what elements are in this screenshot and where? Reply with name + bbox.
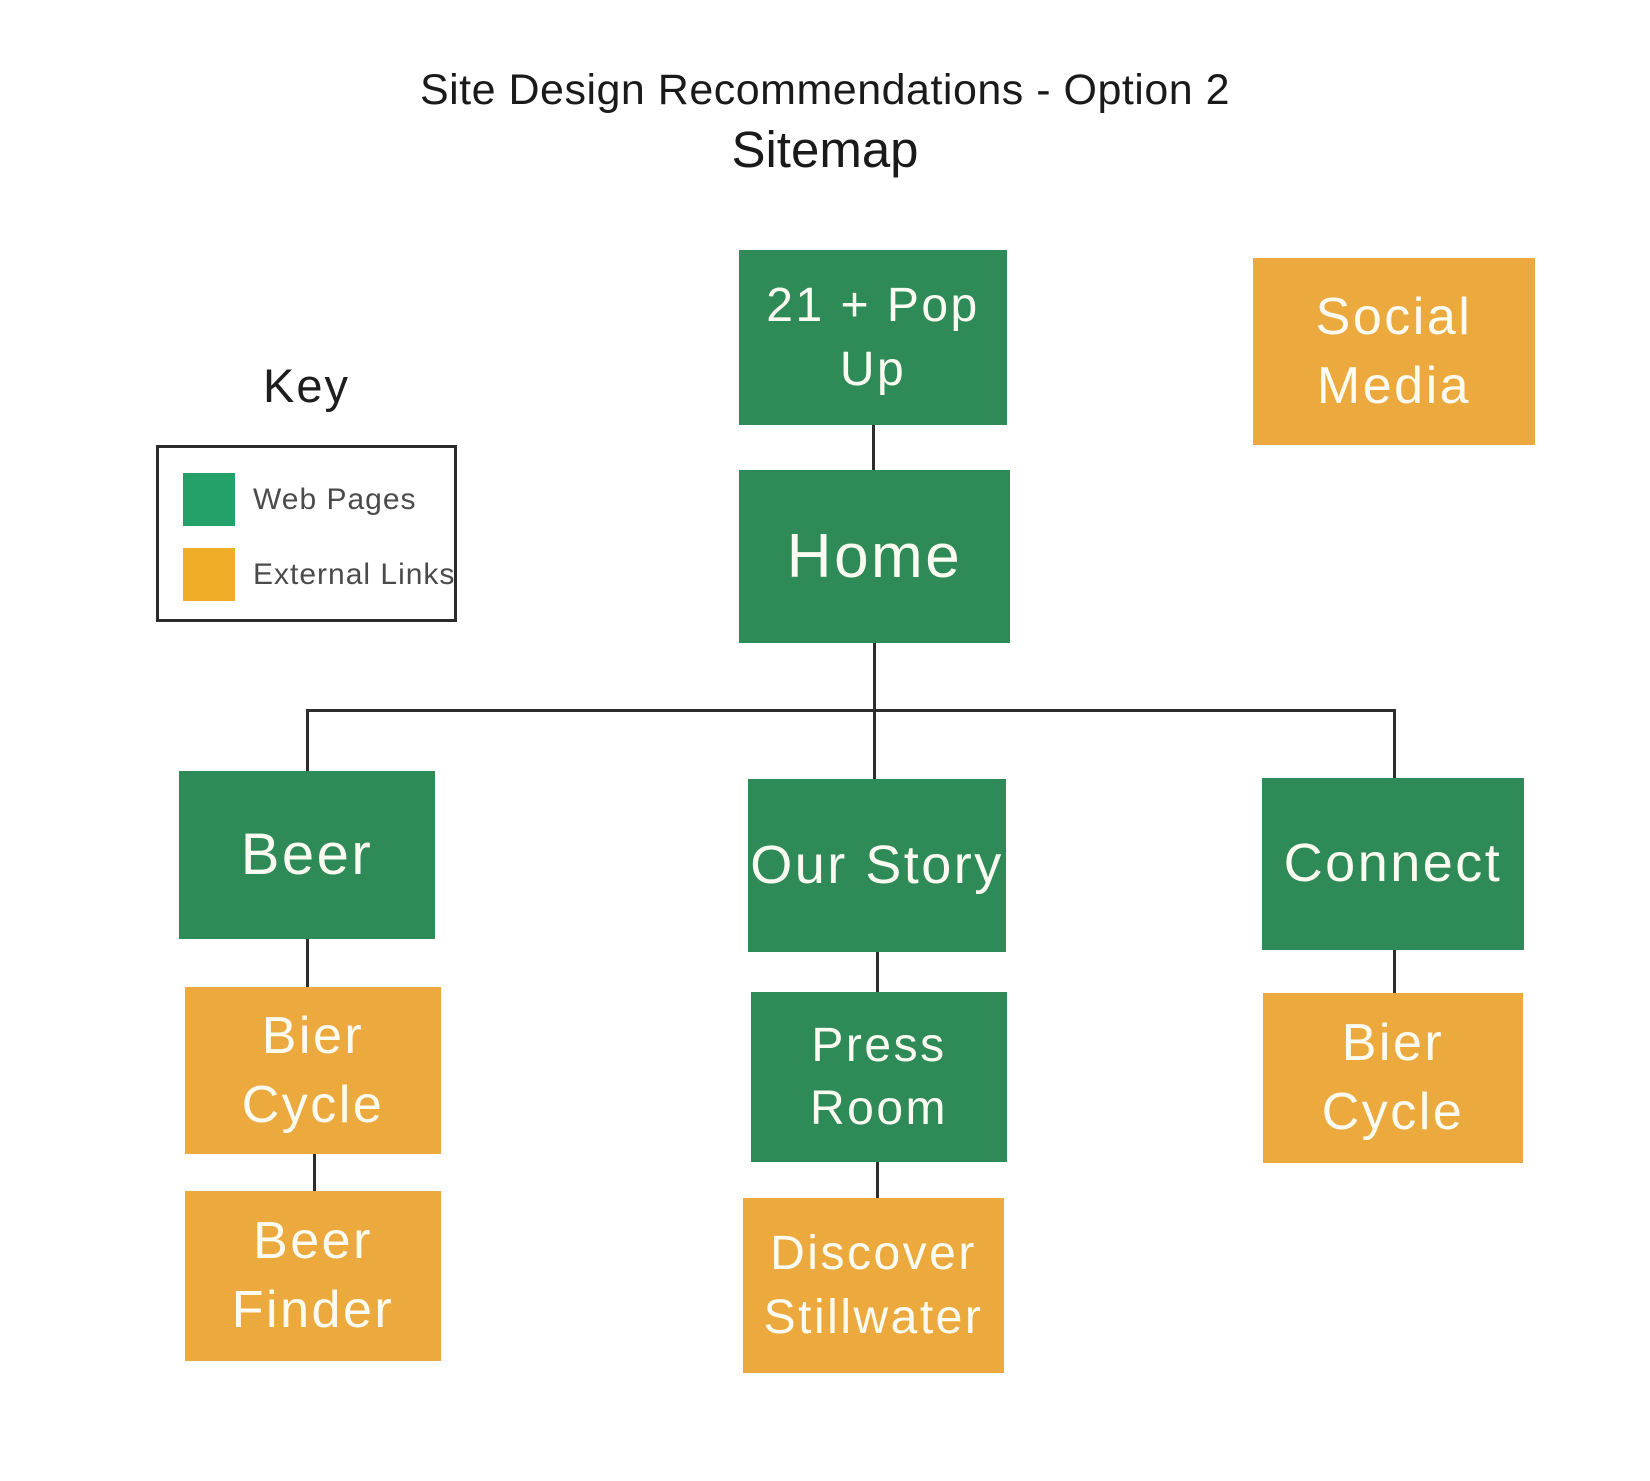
node-label: Beer xyxy=(240,821,374,887)
key-item-web-pages: Web Pages xyxy=(183,473,454,526)
node-21-pop-up: 21 + Pop Up xyxy=(739,250,1007,425)
node-label: Our Story xyxy=(750,834,1004,895)
connector-children-bus xyxy=(306,709,1396,712)
connector-connect-to-bier-cycle xyxy=(1393,950,1396,993)
node-beer-finder: Beer Finder xyxy=(185,1191,441,1361)
key-item-label: Web Pages xyxy=(253,482,417,516)
node-beer: Beer xyxy=(179,771,435,939)
node-label: 21 + Pop Up xyxy=(766,279,980,396)
node-label: Beer Finder xyxy=(231,1212,395,1339)
node-discover-stillwater: Discover Stillwater xyxy=(743,1198,1004,1373)
node-label: Bier Cycle xyxy=(241,1006,385,1134)
node-press-room: Press Room xyxy=(751,992,1007,1162)
node-label: Social Media xyxy=(1315,287,1473,415)
external-links-swatch xyxy=(183,548,235,601)
node-label: Home xyxy=(786,521,963,591)
web-pages-swatch xyxy=(183,473,235,526)
key-legend-box: Web Pages External Links xyxy=(156,445,457,622)
node-label: Connect xyxy=(1283,833,1503,894)
page-subtitle: Sitemap xyxy=(731,121,919,178)
key-heading: Key xyxy=(263,359,350,412)
node-label: Press Room xyxy=(809,1018,949,1135)
key-item-label: External Links xyxy=(253,557,456,591)
node-our-story: Our Story xyxy=(748,779,1006,952)
connector-bus-to-connect xyxy=(1393,709,1396,778)
node-bier-cycle-beer: Bier Cycle xyxy=(185,987,441,1154)
node-bier-cycle-connect: Bier Cycle xyxy=(1263,993,1523,1163)
connector-press-room-to-discover xyxy=(876,1162,879,1198)
connector-bus-to-beer xyxy=(306,709,309,771)
connector-beer-to-bier-cycle xyxy=(306,939,309,987)
node-label: Discover Stillwater xyxy=(763,1227,984,1344)
connector-pop-up-to-home xyxy=(872,425,875,470)
page-title: Site Design Recommendations - Option 2 xyxy=(419,66,1231,114)
node-social-media: Social Media xyxy=(1253,258,1535,445)
connector-our-story-to-press-room xyxy=(876,952,879,992)
node-label: Bier Cycle xyxy=(1321,1014,1465,1141)
node-connect: Connect xyxy=(1262,778,1524,950)
node-home: Home xyxy=(739,470,1010,643)
key-item-external-links: External Links xyxy=(183,548,454,601)
connector-bier-cycle-to-beer-finder xyxy=(313,1154,316,1191)
